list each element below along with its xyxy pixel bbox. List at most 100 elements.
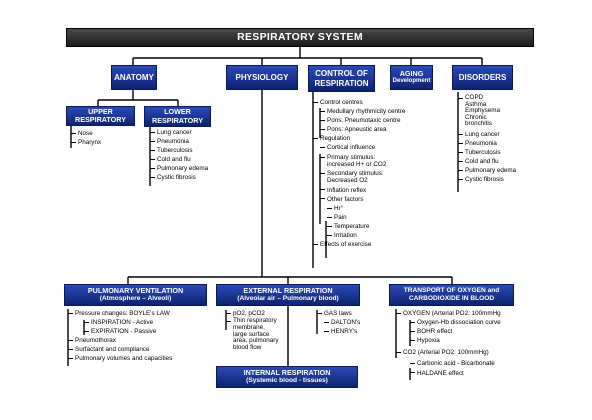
physiology-label: PHYSIOLOGY xyxy=(235,72,289,82)
control-item: Temperature xyxy=(313,222,405,231)
pv-item: INSPIRATION - Active xyxy=(68,318,172,327)
item-text: Hr° xyxy=(334,204,344,212)
transport-list: OXYGEN (Arterial PO2: 100mmHg Oxygen-Hb … xyxy=(396,309,501,378)
item-text: Thin respiratory membrane, large surface… xyxy=(233,317,279,352)
ir-sub-label: (Systemic blood - tissues) xyxy=(246,377,328,385)
pv-item: EXPIRATION - Passive xyxy=(68,327,172,336)
item-text: Regulation xyxy=(320,135,351,143)
item-text: Tuberculosis xyxy=(465,149,501,157)
aging-label: AGING xyxy=(399,68,424,78)
item-text: EXPIRATION - Passive xyxy=(91,328,157,336)
control-box[interactable]: CONTROL OF RESPIRATION xyxy=(308,65,375,92)
pv-item: Pressure changes: BOYLE's LAW xyxy=(68,309,172,318)
er-item: HENRY's xyxy=(317,327,360,336)
physiology-box[interactable]: PHYSIOLOGY xyxy=(226,65,298,90)
control-item: Effects of exercise xyxy=(313,240,405,249)
disorder-item: Lung cancer xyxy=(458,130,516,139)
item-text: Temperature xyxy=(334,222,370,230)
list-item: Tuberculosis xyxy=(150,146,208,155)
item-text: Oxygen-Hb dissociation curve xyxy=(417,319,501,327)
anatomy-box[interactable]: ANATOMY xyxy=(111,65,157,90)
item-text: Hypoxia xyxy=(417,337,440,345)
item-text: Pons: Pneumotaxic centre xyxy=(327,117,401,125)
transport-box[interactable]: TRANSPORT OF OXYGEN and CARBODIOXIDE IN … xyxy=(389,284,514,306)
upper-respiratory-box[interactable]: UPPER RESPIRATORY xyxy=(66,106,135,126)
pulmonary-ventilation-box[interactable]: PULMONARY VENTILATION (Atmosphere – Alve… xyxy=(64,284,207,306)
list-item: Pneumonia xyxy=(150,137,208,146)
upper-respiratory-label: UPPER RESPIRATORY xyxy=(75,106,126,124)
pv-item: Pulmonary volumes and capacities xyxy=(68,354,172,363)
item-text: Cystic fibrosis xyxy=(157,174,196,182)
item-text: Cystic fibrosis xyxy=(465,176,504,184)
list-item: Cold and flu xyxy=(150,155,208,164)
control-item: Primary stimulus: increased H+ or CO2 xyxy=(313,154,405,168)
control-item: Hr° xyxy=(313,204,405,213)
item-text: Pneumothorax xyxy=(75,337,116,345)
disorder-item: Pulmonary edema xyxy=(458,166,516,175)
tr-item: BOHR effect xyxy=(396,327,501,336)
lower-respiratory-list: Lung cancer Pneumonia Tuberculosis Cold … xyxy=(150,128,208,183)
tr-item: Hypoxia xyxy=(396,336,501,345)
list-item: Nose xyxy=(71,129,101,138)
control-list: Control centres Medullary rhythmicity ce… xyxy=(313,98,405,249)
er-item: pO2, pCO2 xyxy=(226,309,279,318)
control-item: Secondary stimulus: Decreased O2 xyxy=(313,170,405,184)
er-item: DALTON's xyxy=(317,318,360,327)
item-text: Pain xyxy=(334,213,347,221)
er-sub-label: (Alveolar air – Pulmonary blood) xyxy=(237,295,339,303)
control-item: Inflation reflex xyxy=(313,186,405,195)
control-item: Cortical influence xyxy=(313,143,405,152)
list-item: Lung cancer xyxy=(150,128,208,137)
external-respiration-box[interactable]: EXTERNAL RESPIRATION (Alveolar air – Pul… xyxy=(216,284,360,306)
list-item: Pharynx xyxy=(71,138,101,147)
item-text: pO2, pCO2 xyxy=(233,310,265,317)
item-text: HALDANE effect xyxy=(417,369,464,377)
list-item: Cystic fibrosis xyxy=(150,173,208,182)
item-text: Other factors xyxy=(327,195,364,203)
disorders-box[interactable]: DISORDERS xyxy=(452,65,513,90)
tr-item: Oxygen-Hb dissociation curve xyxy=(396,318,501,327)
pv-list: Pressure changes: BOYLE's LAW INSPIRATIO… xyxy=(68,309,172,364)
item-text: Pressure changes: BOYLE's LAW xyxy=(75,310,170,317)
disorder-item: Cystic fibrosis xyxy=(458,175,516,184)
title-text: RESPIRATORY SYSTEM xyxy=(237,31,363,44)
item-text: Primary stimulus: increased H+ or CO2 xyxy=(327,153,387,168)
item-text: COPD Asthma Emphysema Chronic bronchitis xyxy=(465,94,500,128)
er-item: Thin respiratory membrane, large surface… xyxy=(226,317,279,352)
control-item: Regulation xyxy=(313,134,405,143)
item-text: Effects of exercise xyxy=(320,241,372,249)
control-item: Irritation xyxy=(313,231,405,240)
er-item: GAS laws xyxy=(317,309,360,318)
disorders-list: COPD Asthma Emphysema Chronic bronchitis… xyxy=(458,94,516,185)
item-text: BOHR effect xyxy=(417,328,453,336)
item-text: GAS laws xyxy=(324,310,352,317)
pv-label: PULMONARY VENTILATION xyxy=(87,286,184,296)
item-text: Irritation xyxy=(334,232,357,240)
item-text: HENRY's xyxy=(331,328,358,336)
item-text: Pneumonia xyxy=(465,140,497,148)
pv-item: Pneumothorax xyxy=(68,336,172,345)
upper-respiratory-list: Nose Pharynx xyxy=(71,129,101,147)
er-label: EXTERNAL RESPIRATION xyxy=(243,286,333,296)
er-list: pO2, pCO2 Thin respiratory membrane, lar… xyxy=(226,309,279,352)
tr-item: OXYGEN (Arterial PO2: 100mmHg xyxy=(396,309,501,318)
item-text: Tuberculosis xyxy=(157,147,193,155)
item-text: Carbonic acid - Bicarbonate xyxy=(417,360,495,368)
control-item: Pain xyxy=(313,213,405,222)
tr-item: CO2 (Arterial PO2: 100mmHg) xyxy=(396,348,501,357)
item-text: INSPIRATION - Active xyxy=(91,319,154,327)
lower-respiratory-box[interactable]: LOWER RESPIRATORY xyxy=(144,106,211,127)
item-text: Cold and flu xyxy=(465,158,499,166)
item-text: Cold and flu xyxy=(157,156,191,164)
lower-respiratory-label: LOWER RESPIRATORY xyxy=(152,107,203,125)
disorder-item: Tuberculosis xyxy=(458,148,516,157)
anatomy-label: ANATOMY xyxy=(114,72,154,82)
internal-respiration-box[interactable]: INTERNAL RESPIRATION (Systemic blood - t… xyxy=(216,366,358,388)
item-text: Pneumonia xyxy=(157,138,189,146)
page-title: RESPIRATORY SYSTEM xyxy=(66,28,534,47)
item-text: Pulmonary edema xyxy=(465,167,517,175)
item-text: Lung cancer xyxy=(465,130,500,138)
aging-box[interactable]: AGING Development xyxy=(390,65,433,90)
item-text: Control centres xyxy=(320,99,363,106)
